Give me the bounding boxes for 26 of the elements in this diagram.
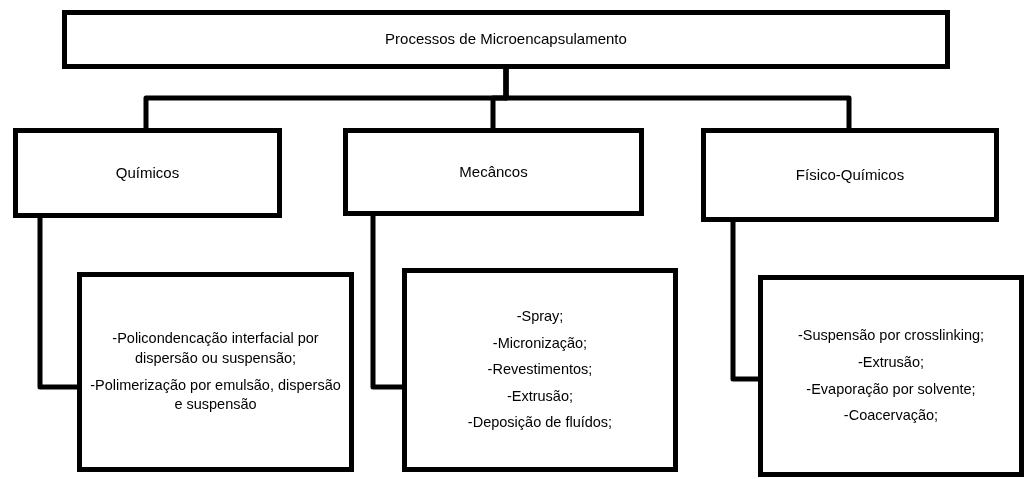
list-item: -Polimerização por emulsão, dispersão e suspensão <box>89 375 342 415</box>
list-item: -Evaporação por solvente; <box>806 379 976 399</box>
box-label: Físico-Químicos <box>795 164 905 185</box>
connector-line <box>503 69 852 128</box>
connector-line <box>730 222 758 382</box>
category-box <box>343 128 644 216</box>
list-item: -Coacervação; <box>843 406 939 426</box>
connector-line <box>370 216 402 390</box>
list-item: -Suspensão por crosslinking; <box>797 326 985 346</box>
list-item: -Deposição de fluídos; <box>467 413 613 433</box>
list-box <box>402 268 678 472</box>
connector-line <box>37 218 77 390</box>
list-item: -Extrusão; <box>506 386 574 406</box>
list-item: -Extrusão; <box>857 352 925 372</box>
box-label: Processos de Microencapsulamento <box>385 29 627 50</box>
category-box <box>13 128 282 218</box>
title-box <box>62 10 950 69</box>
list-item: -Revestimentos; <box>487 360 593 380</box>
list-item: -Policondencação interfacial por dispersão ou suspensão; <box>111 329 320 368</box>
box-label: Químicos <box>115 162 180 183</box>
list-box <box>77 272 354 472</box>
list-item: -Micronização; <box>492 333 588 353</box>
list-box <box>758 275 1024 477</box>
box-label: Mecâncos <box>459 161 528 182</box>
category-box <box>701 128 999 222</box>
list-item: -Spray; <box>516 307 564 327</box>
